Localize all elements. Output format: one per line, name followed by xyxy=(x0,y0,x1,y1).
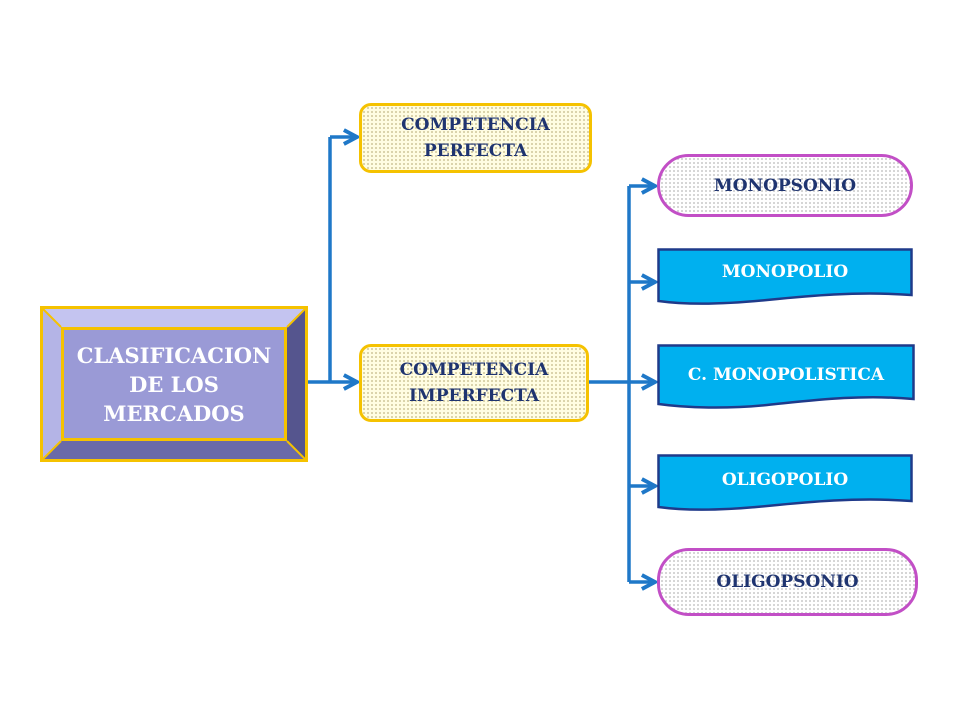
node-oligopsonio-label: OLIGOPSONIO xyxy=(716,572,859,592)
root-node-face: CLASIFICACION DE LOS MERCADOS xyxy=(61,327,287,441)
root-bevel-frame xyxy=(43,309,305,459)
node-c-monopolistica: C. MONOPOLISTICA xyxy=(657,344,915,410)
node-monopolio-label: MONOPOLIO xyxy=(721,262,849,282)
node-monopolio: MONOPOLIO xyxy=(657,248,913,306)
node-oligopsonio: OLIGOPSONIO xyxy=(657,548,918,616)
node-oligopolio-label: OLIGOPOLIO xyxy=(721,470,849,490)
node-monopsonio: MONOPSONIO xyxy=(657,154,913,217)
root-node-label: CLASIFICACION DE LOS MERCADOS xyxy=(76,342,272,426)
node-c-monopolistica-label: C. MONOPOLISTICA xyxy=(687,365,885,385)
node-monopsonio-label: MONOPSONIO xyxy=(713,175,857,196)
root-node-clasificacion: CLASIFICACION DE LOS MERCADOS xyxy=(40,306,308,462)
node-competencia-imperfecta-label: COMPETENCIA IMPERFECTA xyxy=(399,360,549,406)
node-monopolio-shape xyxy=(657,248,913,305)
node-c-monopolistica-shape xyxy=(657,344,915,409)
node-competencia-perfecta-label: COMPETENCIA PERFECTA xyxy=(401,115,550,161)
node-competencia-imperfecta: COMPETENCIA IMPERFECTA xyxy=(359,344,589,422)
node-oligopolio: OLIGOPOLIO xyxy=(657,454,913,512)
node-competencia-perfecta: COMPETENCIA PERFECTA xyxy=(359,103,592,173)
node-oligopolio-shape xyxy=(657,454,913,511)
